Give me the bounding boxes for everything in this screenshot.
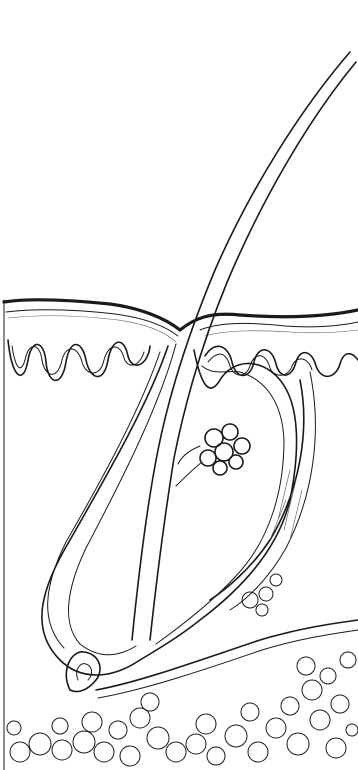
- follicle-sheath-left-inner2: [69, 344, 176, 655]
- follicle-sheath-right: [140, 350, 297, 660]
- follicle-sheath-left-inner: [48, 352, 160, 648]
- follicle-sheath-right-inner: [156, 366, 284, 644]
- epidermis-layer-4: [205, 330, 358, 336]
- dermal-papillae-left: [8, 340, 150, 380]
- hair-shaft-inner: [150, 62, 356, 640]
- skin-surface: [4, 300, 358, 330]
- hair-bulb: [66, 652, 100, 692]
- base-vessel: [96, 620, 358, 690]
- base-vessel-inner: [98, 630, 358, 698]
- hair-shaft-outer: [132, 52, 350, 640]
- sebaceous-duct: [176, 446, 202, 486]
- adipose-tissue: [7, 652, 358, 766]
- follicle-sheath-left: [42, 346, 168, 675]
- base-gland-right: [242, 574, 282, 616]
- epidermis-layer-2: [8, 316, 176, 342]
- sebaceous-gland: [200, 424, 250, 475]
- epidermis-layer-3: [200, 322, 358, 330]
